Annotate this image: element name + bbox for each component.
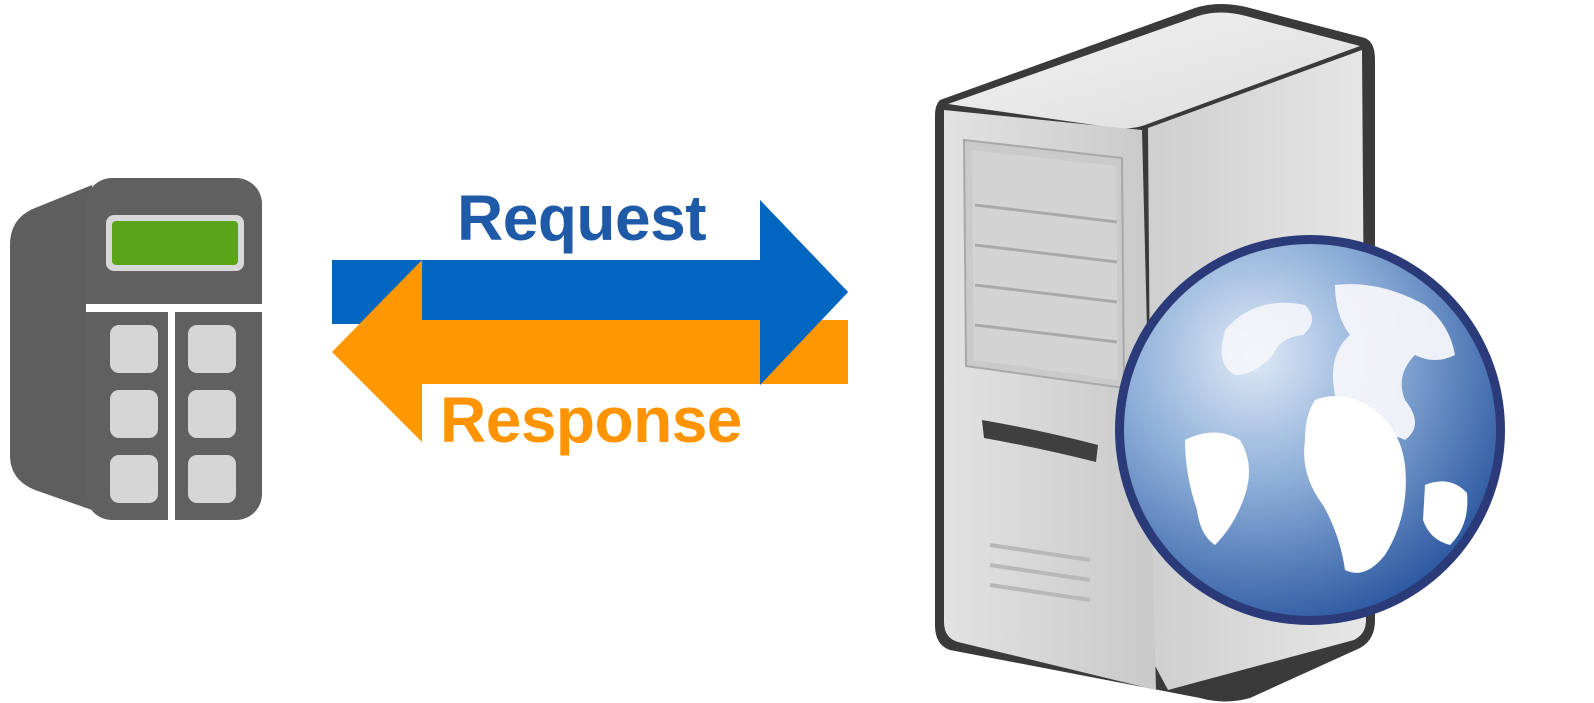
terminal-device-icon [10,178,262,520]
response-arrow [332,260,848,442]
globe-icon [1115,235,1505,625]
arrows-graphic [332,200,848,442]
response-label: Response [440,384,742,456]
request-label: Request [457,182,707,254]
request-arrow [332,200,848,385]
